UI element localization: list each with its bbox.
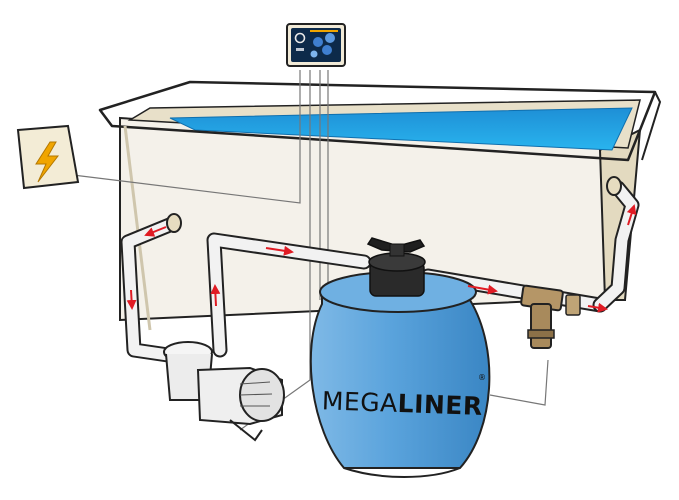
wall-fitting-right <box>606 176 622 196</box>
wall-fitting-left <box>166 213 182 233</box>
pump-motor <box>163 341 285 442</box>
flow-arrow <box>210 284 221 307</box>
flow-arrow <box>126 289 137 310</box>
brand-logo: MEGALINER <box>321 386 483 421</box>
brand-part-2: LINER <box>397 389 483 421</box>
flow-arrows <box>126 204 637 313</box>
electrical-box <box>16 124 80 190</box>
pool-tank <box>98 80 662 331</box>
control-panel-icon <box>286 23 346 67</box>
flow-arrow <box>265 245 294 256</box>
brass-tee-valve <box>520 284 581 349</box>
flow-arrow <box>626 204 637 226</box>
registered-mark: ® <box>478 373 486 382</box>
brand-part-1: MEGA <box>321 386 398 418</box>
flow-arrow <box>467 284 498 295</box>
sand-filter <box>309 237 491 478</box>
flow-arrow <box>144 226 167 237</box>
valve-handle <box>366 237 426 253</box>
lightning-bolt-icon <box>35 141 60 183</box>
pool-water <box>169 107 633 151</box>
flow-arrow <box>587 302 608 313</box>
